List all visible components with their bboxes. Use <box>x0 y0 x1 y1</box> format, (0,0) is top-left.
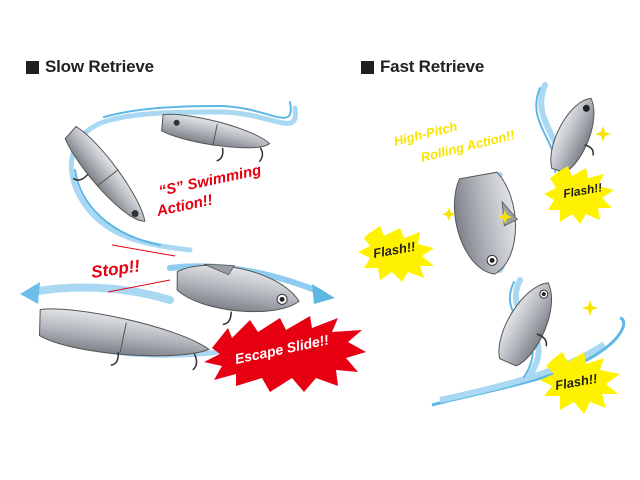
slow-retrieve-title: Slow Retrieve <box>45 57 154 76</box>
fast-lure-bottom <box>498 282 553 367</box>
fast-retrieve-title: Fast Retrieve <box>380 57 485 76</box>
flash-label-top: Flash!! <box>562 180 603 201</box>
fast-retrieve-panel <box>358 82 626 414</box>
escape-burst-shape <box>204 316 366 392</box>
stop-speed-lines <box>107 244 176 293</box>
flash-label-left: Flash!! <box>372 239 417 261</box>
flash-burst-2 <box>358 226 434 282</box>
lure-diagonal <box>64 125 146 222</box>
fast-retrieve-heading: Fast Retrieve <box>361 56 484 78</box>
fast-lure-top <box>550 97 595 173</box>
lure-middle <box>176 263 300 326</box>
square-bullet-icon <box>26 60 39 74</box>
flash-burst-1 <box>544 166 614 224</box>
fast-lure-middle <box>453 171 519 275</box>
lure-top <box>161 113 271 163</box>
slow-retrieve-heading: Slow Retrieve <box>26 56 154 78</box>
sparkle-icon <box>498 210 512 224</box>
fast-bottom-light-trail <box>439 341 606 403</box>
sparkle-icon <box>442 207 456 221</box>
flash-burst-3 <box>540 352 620 414</box>
sparkle-icons <box>442 126 611 316</box>
left-sweep-arrow <box>20 282 174 304</box>
slow-retrieve-panel <box>20 101 366 392</box>
sparkle-icon <box>582 300 598 316</box>
lure-bottom <box>38 308 211 371</box>
s-curve-water-trail <box>68 101 299 253</box>
stop-label: Stop!! <box>90 256 142 282</box>
square-bullet-icon <box>361 60 374 74</box>
flash-label-bottom: Flash!! <box>554 371 599 393</box>
sparkle-icon <box>595 126 611 142</box>
